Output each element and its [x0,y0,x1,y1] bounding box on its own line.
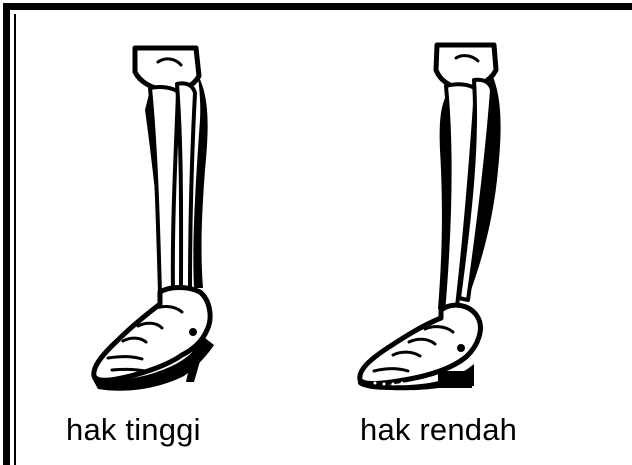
high-heel-fibula [177,83,195,292]
low-heel-leg [358,45,501,390]
label-low-heel: hak rendah [360,412,517,448]
high-heel-leg [92,48,214,391]
low-heel-block [438,371,472,388]
label-high-heel: hak tinggi [66,412,201,448]
high-heel-tibia [150,87,178,294]
